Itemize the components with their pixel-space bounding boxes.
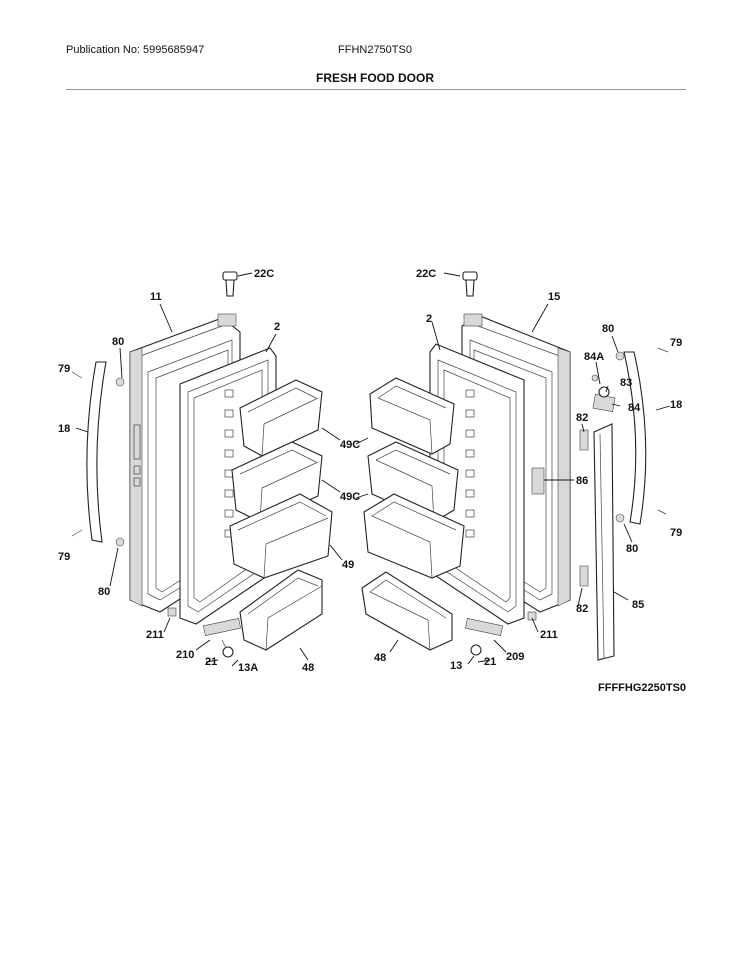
callout-83: 83 (620, 377, 632, 389)
callout-85: 85 (632, 599, 644, 611)
callout-79-right-top: 79 (670, 337, 682, 349)
callout-79-left-bottom: 79 (58, 551, 70, 563)
callout-48-right: 48 (374, 652, 386, 664)
callout-2-left: 2 (274, 321, 280, 333)
callout-80-left-top: 80 (112, 336, 124, 348)
callout-13a: 13A (238, 662, 258, 674)
right-top-hinge-cover (463, 313, 483, 327)
right-bin-bottom (361, 571, 453, 651)
left-bin-lower (229, 493, 333, 579)
left-top-hinge-cover (217, 313, 237, 327)
left-door-bins (229, 379, 333, 651)
callout-49c-top: 49C (340, 439, 360, 451)
left-bin-bottom (239, 569, 323, 651)
diagram-code: FFFFHG2250TS0 (598, 682, 687, 694)
callout-210: 210 (176, 649, 194, 661)
right-hinge-bracket (591, 374, 616, 412)
left-lower-hinge (167, 607, 242, 658)
right-door-handle (615, 347, 669, 525)
right-spacer-lower (579, 565, 589, 587)
left-bin-upper (239, 379, 323, 457)
callout-21-left: 21 (205, 656, 217, 668)
model-number: FFHN2750TS0 (338, 44, 412, 56)
callout-15: 15 (548, 291, 560, 303)
right-door-trim-strip (593, 423, 615, 661)
callout-11: 11 (150, 291, 162, 303)
callout-211-right: 211 (540, 629, 558, 641)
callout-79-right-bottom: 79 (670, 527, 682, 539)
callout-84: 84 (628, 402, 641, 414)
leader-lines (75, 272, 671, 667)
callout-86: 86 (576, 475, 588, 487)
callout-80-left-bottom: 80 (98, 586, 110, 598)
section-title: FRESH FOOD DOOR (315, 71, 434, 85)
right-bin-upper (369, 377, 455, 455)
publication-number: Publication No: 5995685947 (66, 44, 205, 56)
callout-22c-left: 22C (254, 268, 274, 280)
header-divider (66, 89, 686, 90)
left-door-handle (71, 361, 125, 547)
callout-49: 49 (342, 559, 354, 571)
callout-84a: 84A (584, 351, 604, 363)
callout-2-right: 2 (426, 313, 432, 325)
callout-82-top: 82 (576, 412, 588, 424)
callout-13: 13 (450, 660, 462, 672)
callout-80-right-bottom: 80 (626, 543, 638, 555)
right-hinge-plug (462, 271, 478, 297)
callout-209: 209 (506, 651, 524, 663)
callout-18-left: 18 (58, 423, 70, 435)
right-door-side-edge (557, 347, 571, 607)
left-door-side-edge (129, 347, 143, 607)
callout-48-left: 48 (302, 662, 314, 674)
right-bin-lower (363, 493, 465, 579)
right-spacer-upper (579, 429, 589, 451)
callout-82-bottom: 82 (576, 603, 588, 615)
callout-80-right-top: 80 (602, 323, 614, 335)
callout-79-left-top: 79 (58, 363, 70, 375)
callout-21-right: 21 (484, 656, 496, 668)
callout-labels: 22C 22C 11 15 2 2 80 80 79 79 18 18 49C … (58, 268, 682, 674)
right-door-bins (361, 377, 465, 651)
callout-49c-middle: 49C (340, 491, 360, 503)
right-door-assembly (429, 271, 571, 625)
right-door-control-housing (531, 467, 545, 495)
callout-211-left: 211 (146, 629, 164, 641)
callout-18-right: 18 (670, 399, 682, 411)
callout-22c-right: 22C (416, 268, 436, 280)
right-lower-hinge (464, 611, 537, 656)
left-hinge-plug (222, 271, 238, 297)
